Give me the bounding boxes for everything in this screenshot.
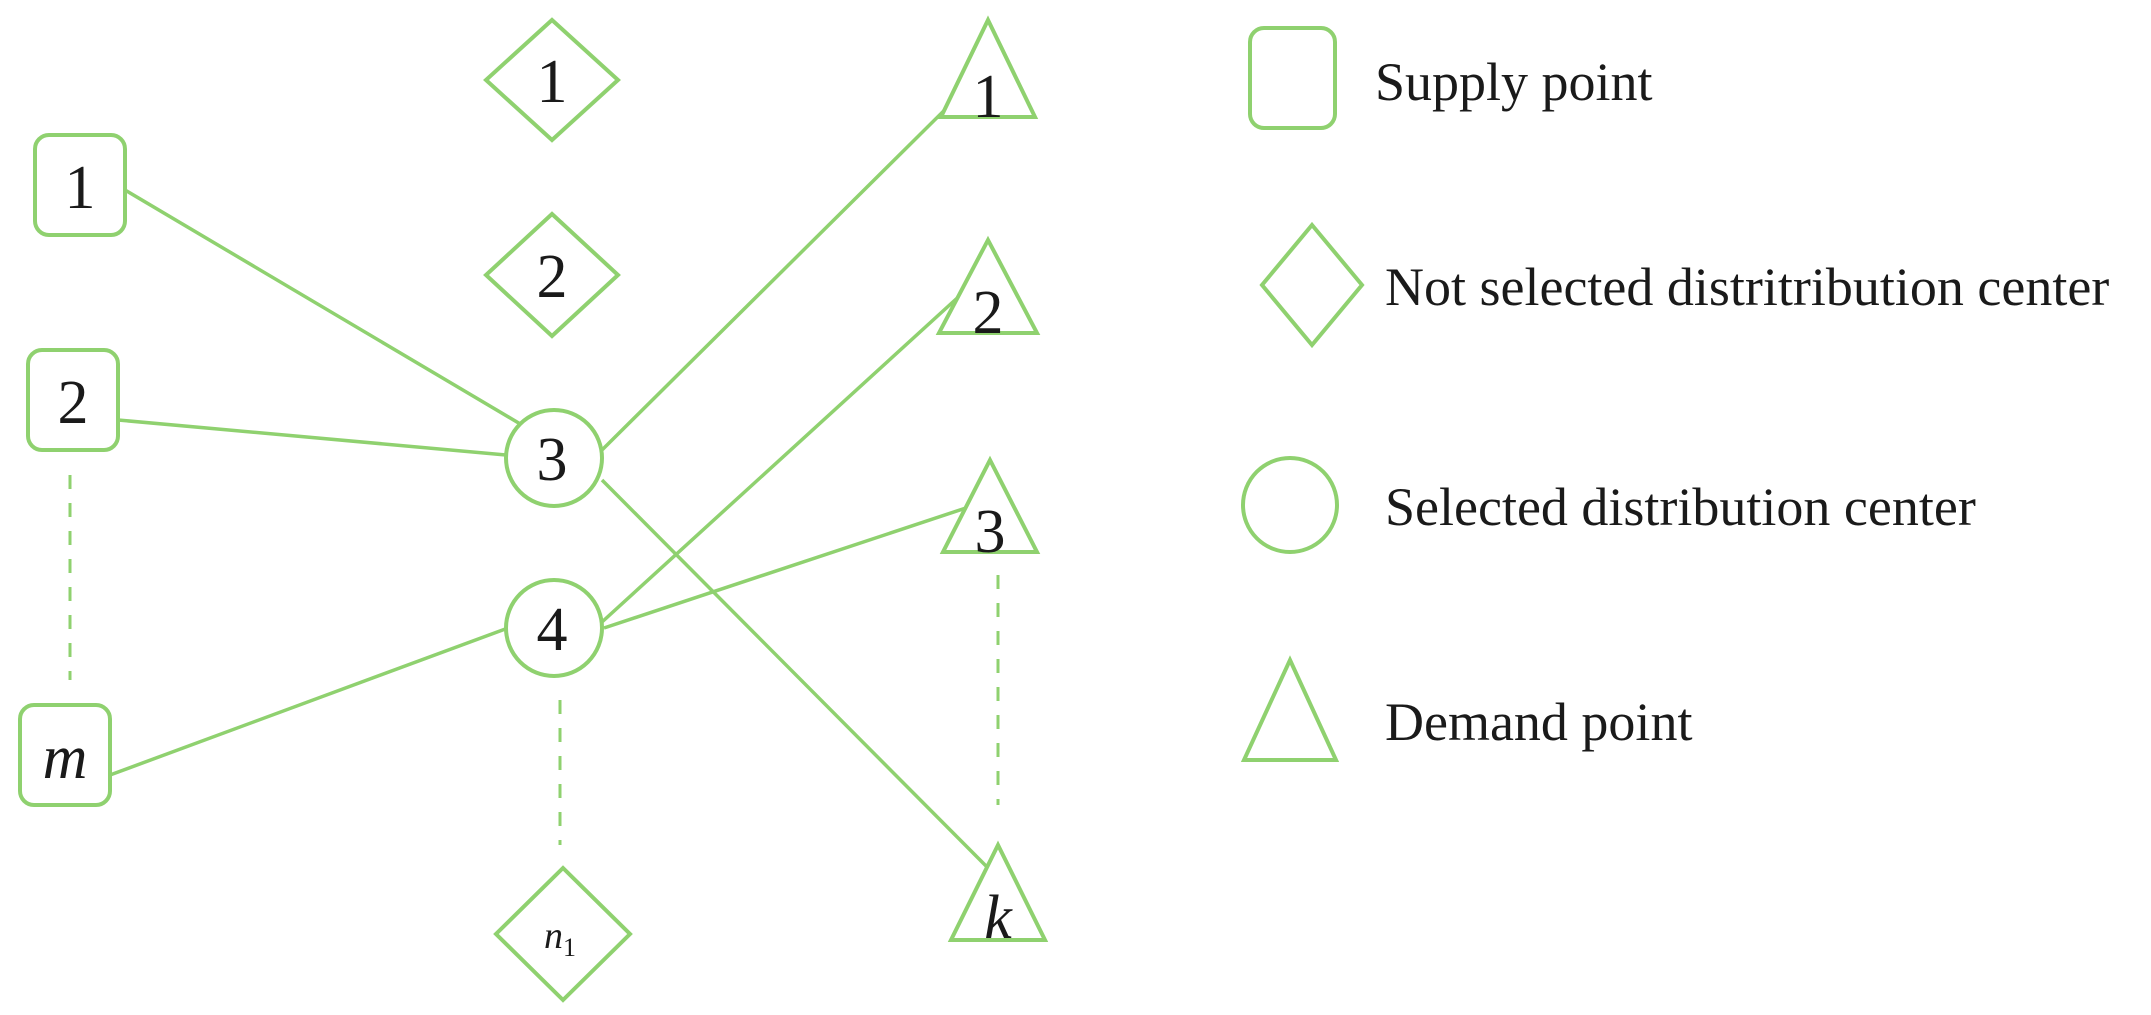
demand-point-3-label: 3	[975, 498, 1006, 566]
supply-point-2: 2	[26, 348, 120, 452]
edge-d4-p2	[600, 268, 990, 624]
legend-not-selected-center-label: Not selected distritribution center	[1385, 257, 2109, 317]
distribution-center-3-label: 3	[537, 426, 568, 494]
distribution-center-n1-label: n1	[544, 915, 576, 962]
edge-sm-d4	[109, 626, 509, 777]
legend-selected-center: Selected distribution center	[1241, 456, 1976, 554]
demand-point-3: 3	[939, 455, 1041, 566]
supply-point-2-label: 2	[58, 369, 89, 437]
edge-s2-d3	[117, 418, 507, 457]
distribution-center-n1-base: n	[544, 915, 563, 957]
legend-demand-point-label: Demand point	[1385, 692, 1692, 752]
legend-selected-center-label: Selected distribution center	[1385, 477, 1976, 537]
legend-diamond-icon	[1259, 221, 1365, 349]
supply-point-m-label: m	[43, 724, 88, 792]
demand-point-1-label: 1	[973, 63, 1004, 131]
distribution-center-n1: n1	[493, 865, 633, 1003]
edge-d3-pk	[600, 478, 997, 877]
legend-triangle-icon	[1240, 655, 1340, 762]
distribution-center-n1-subscript: 1	[563, 933, 576, 962]
edges	[109, 68, 997, 877]
legend-supply-point: Supply point	[1248, 26, 1653, 130]
demand-point-2-label: 2	[973, 279, 1004, 347]
edge-s1-d3	[124, 188, 523, 427]
demand-point-2: 2	[935, 235, 1041, 347]
distribution-center-3: 3	[504, 408, 604, 508]
legend-not-selected-center: Not selected distritribution center	[1259, 221, 2109, 349]
legend-circle-icon	[1241, 456, 1339, 554]
demand-point-k-label: k	[984, 884, 1013, 952]
distribution-center-2: 2	[483, 211, 621, 339]
legend: Supply point Not selected distritributio…	[1240, 26, 2109, 762]
distribution-center-2-label: 2	[537, 243, 568, 311]
legend-square-icon	[1248, 26, 1337, 130]
legend-supply-point-label: Supply point	[1375, 52, 1653, 112]
ellipsis-connectors	[68, 475, 1000, 845]
demand-point-1: 1	[937, 15, 1039, 131]
edge-d3-p1	[600, 68, 987, 452]
supply-point-1-label: 1	[65, 154, 96, 222]
distribution-center-4-label: 4	[537, 596, 568, 664]
distribution-center-4: 4	[504, 578, 604, 678]
demand-point-k: k	[947, 840, 1049, 952]
distribution-center-1-label: 1	[537, 48, 568, 116]
supply-point-m: m	[18, 703, 112, 807]
distribution-center-1: 1	[483, 17, 621, 143]
supply-point-1: 1	[33, 133, 127, 237]
edge-d4-p3	[603, 498, 991, 630]
legend-demand-point: Demand point	[1240, 655, 1692, 762]
